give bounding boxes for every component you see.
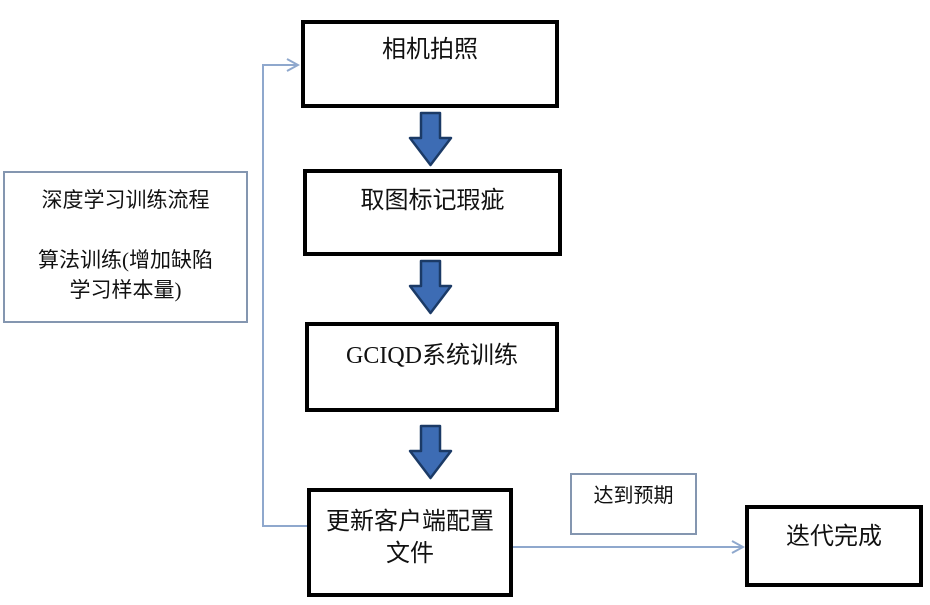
feedback-line-top-segment (262, 64, 298, 66)
node-iteration-complete: 迭代完成 (745, 505, 923, 587)
down-block-arrow-icon (408, 111, 453, 167)
node-gciqd-training: GCIQD系统训练 (305, 322, 559, 412)
arrowhead-right-icon (286, 58, 300, 72)
feedback-line-vertical-segment (262, 64, 264, 526)
down-block-arrow-icon (408, 424, 453, 480)
arrowhead-right-icon (731, 540, 745, 554)
node-update-client-config: 更新客户端配置 文件 (307, 488, 513, 597)
note-box-training-process: 深度学习训练流程 算法训练(增加缺陷 学习样本量) (3, 171, 248, 323)
down-block-arrow-icon (408, 259, 453, 315)
edge-label-expected: 达到预期 (570, 473, 697, 535)
feedback-line-bottom-segment (262, 525, 307, 527)
node-camera-capture: 相机拍照 (301, 20, 559, 108)
connector-to-done (513, 546, 743, 548)
node-mark-defects: 取图标记瑕疵 (303, 169, 562, 256)
